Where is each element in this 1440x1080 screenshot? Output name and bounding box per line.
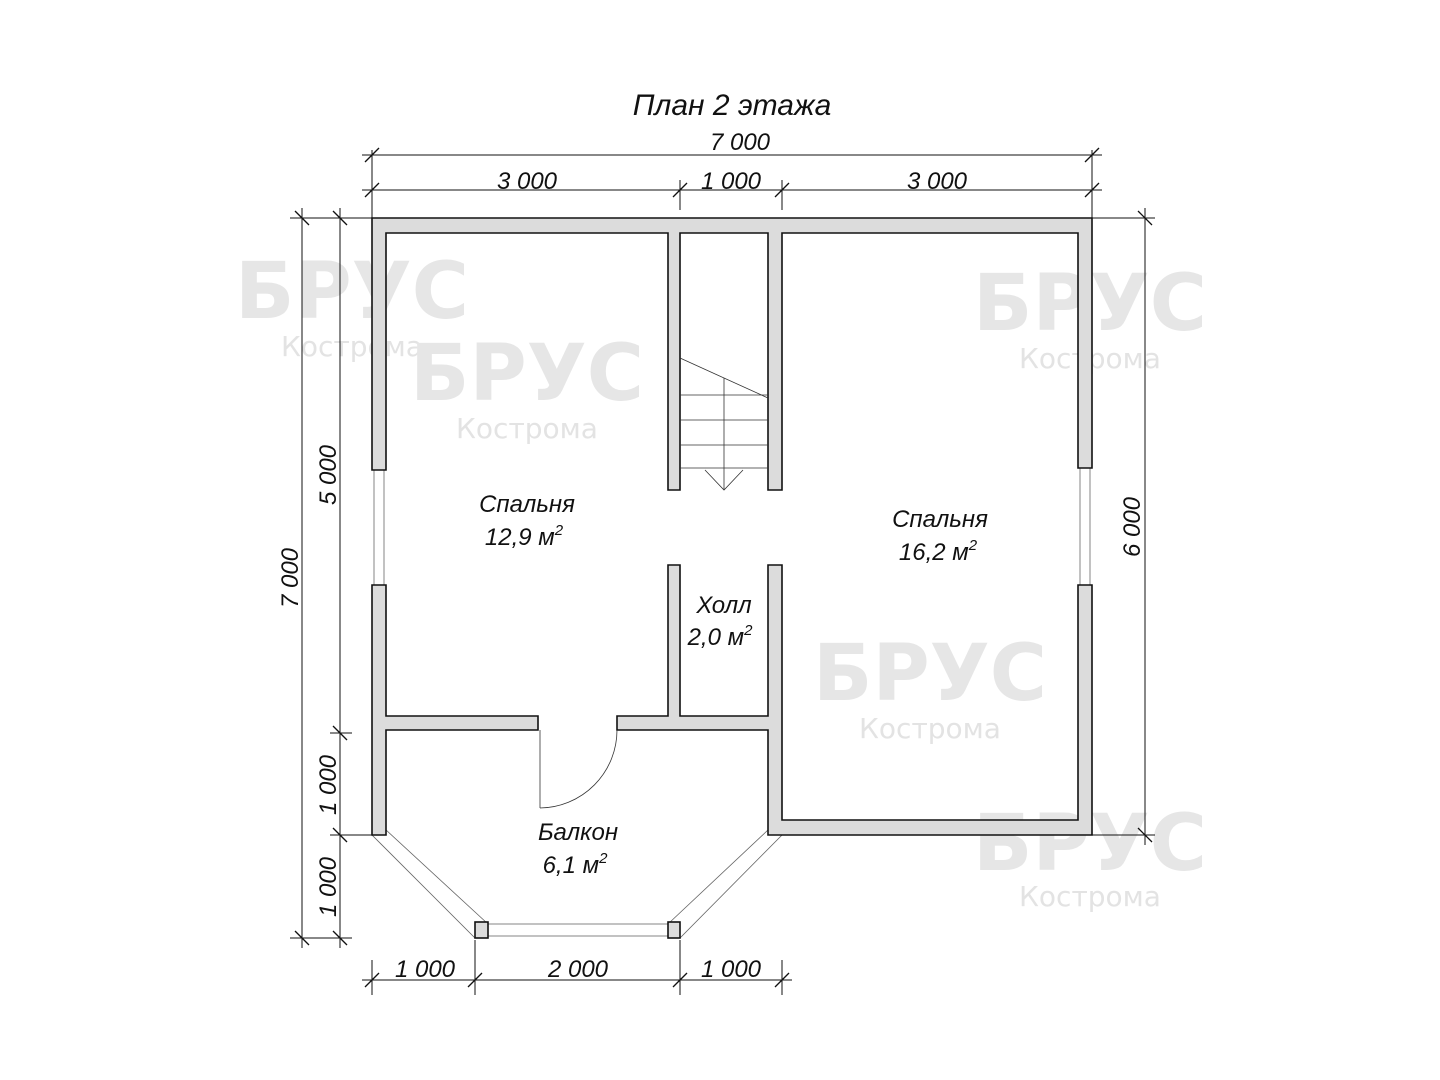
balcony-door [539, 729, 618, 809]
dimension-lines [290, 147, 1155, 995]
room-area: 6,1 м2 [543, 850, 608, 879]
dim-bottom-3: 1 000 [701, 956, 762, 983]
dim-left-1: 5 000 [315, 444, 342, 505]
window-balcony-bottom [487, 923, 669, 937]
dim-bottom-1: 1 000 [395, 956, 456, 983]
room-area: 12,9 м2 [485, 522, 564, 551]
dim-right: 6 000 [1119, 496, 1146, 557]
room-labels: Спальня 12,9 м2 Спальня 16,2 м2 Холл 2,0… [479, 491, 988, 879]
room-name: Балкон [538, 819, 618, 846]
watermark-brand: БРУС [410, 329, 644, 419]
watermark-city: Кострома [1019, 880, 1161, 913]
window-right [1079, 467, 1091, 586]
window-balcony-right [667, 829, 783, 939]
dim-top-total: 7 000 [710, 129, 771, 156]
dim-top-1: 3 000 [497, 168, 558, 195]
watermark-city: Кострома [281, 330, 423, 363]
watermark-brand: БРУС [235, 247, 469, 337]
window-balcony-left [371, 829, 489, 939]
watermark-brand: БРУС [813, 629, 1047, 719]
left-lower-wall [371, 584, 539, 836]
balcony-post-right [667, 921, 681, 939]
plan-title: План 2 этажа [633, 89, 832, 122]
dim-bottom-2: 2 000 [547, 956, 609, 983]
watermark-city: Кострома [456, 412, 598, 445]
dim-top-3: 3 000 [907, 168, 968, 195]
top-wall [371, 217, 1093, 491]
dim-left-3: 1 000 [315, 856, 342, 917]
balcony-post-left [474, 921, 489, 939]
watermark-city: Кострома [859, 712, 1001, 745]
dim-left-2: 1 000 [315, 754, 342, 815]
dim-top-2: 1 000 [701, 168, 762, 195]
right-lower-wall [616, 564, 1093, 836]
room-name: Холл [695, 592, 752, 619]
watermarks: БРУС Кострома БРУС Кострома БРУС Костром… [235, 247, 1207, 913]
stair-arrow-icon [704, 469, 744, 491]
window-left [373, 469, 385, 586]
walls [371, 217, 1093, 939]
dimension-labels: 7 000 3 000 1 000 3 000 7 000 5 000 1 00… [277, 129, 1146, 983]
staircase [679, 357, 769, 491]
room-area: 2,0 м2 [687, 622, 753, 651]
room-name: Спальня [892, 506, 988, 533]
room-name: Спальня [479, 491, 575, 518]
dim-left-total: 7 000 [277, 547, 304, 608]
room-area: 16,2 м2 [899, 537, 978, 566]
